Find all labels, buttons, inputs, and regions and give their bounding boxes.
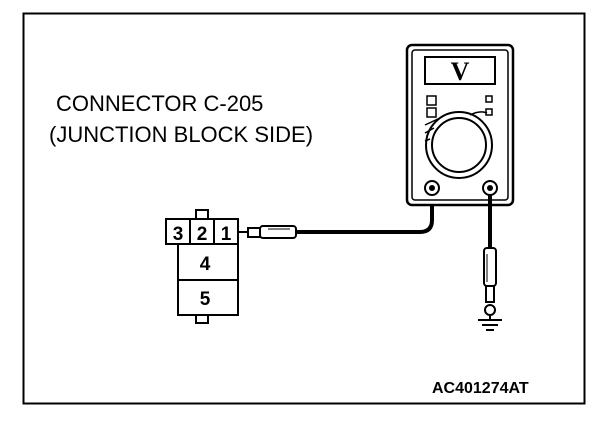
- connector-top-tab: [195, 209, 209, 220]
- pin-label-4: 4: [200, 254, 211, 275]
- voltmeter-switch-d: [485, 108, 493, 116]
- pin-label-2: 2: [197, 224, 208, 245]
- connector-subtitle: (JUNCTION BLOCK SIDE): [49, 122, 313, 147]
- pin-cell-2: [189, 218, 215, 245]
- voltmeter-dial: [431, 117, 487, 173]
- connector-c205: 3 2 1 4 5: [165, 209, 239, 324]
- probe-negative: [483, 247, 497, 316]
- pin-cell-3: [165, 218, 191, 245]
- voltmeter-terminal-com-hole: [429, 185, 435, 191]
- voltmeter: V: [405, 43, 515, 207]
- voltmeter-inner-case: [411, 49, 509, 201]
- pin-label-3: 3: [173, 224, 184, 245]
- lead-positive: [296, 190, 434, 234]
- voltmeter-switch-a: [426, 95, 437, 106]
- figure-code: AC401274AT: [432, 380, 529, 397]
- pin-label-1: 1: [221, 224, 232, 245]
- voltmeter-switch-b: [426, 107, 437, 118]
- voltmeter-display: [424, 56, 496, 85]
- ground-icon: [478, 315, 502, 331]
- voltmeter-terminal-v-hole: [487, 185, 493, 191]
- connector-title: CONNECTOR C-205: [56, 91, 263, 116]
- voltmeter-display-symbol: V: [451, 57, 470, 86]
- voltmeter-switch-c: [485, 95, 493, 103]
- pin-label-5: 5: [200, 289, 211, 310]
- voltmeter-range-marks: [424, 111, 488, 142]
